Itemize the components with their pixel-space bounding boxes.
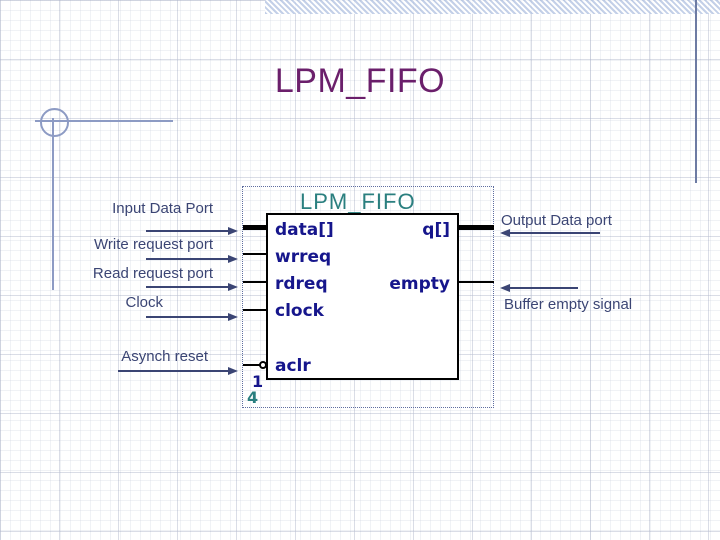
port-empty: empty	[389, 274, 450, 294]
wire-aclr	[243, 364, 261, 366]
annotation-label-read-request-port: Read request port	[92, 265, 213, 282]
annotation-label-input-data-port: Input Data Port	[112, 200, 213, 217]
port-clock: clock	[275, 301, 324, 321]
wire-empty	[459, 281, 494, 283]
top-decorative-band	[265, 0, 720, 14]
schematic-number-4: 4	[247, 388, 259, 407]
wire-wrreq	[243, 253, 268, 255]
wire-clock	[243, 309, 268, 311]
schematic-number-1: 1	[252, 372, 264, 391]
annotation-arrow-output-data-port	[500, 228, 600, 238]
schematic-block-lpm-fifo[interactable]: data[] wrreq rdreq clock aclr q[] empty	[266, 213, 459, 380]
annotation-arrow-buffer-empty-signal	[500, 283, 578, 293]
annotation-arrow-write-request-port	[146, 254, 238, 264]
schematic-block-title: LPM_FIFO	[300, 189, 416, 214]
wire-rdreq	[243, 281, 268, 283]
inverter-bubble-aclr-icon	[259, 361, 267, 369]
annotation-arrow-clock	[146, 312, 238, 322]
wire-data-bus	[243, 225, 268, 230]
page-title: LPM_FIFO	[274, 62, 446, 100]
decorative-vertical-rule	[52, 118, 54, 290]
annotation-arrow-input-data-port	[146, 226, 238, 236]
port-q: q[]	[422, 220, 450, 240]
annotation-label-output-data-port: Output Data port	[501, 212, 612, 229]
annotation-arrow-read-request-port	[146, 282, 238, 292]
port-wrreq: wrreq	[275, 247, 332, 267]
decorative-circle	[40, 108, 69, 137]
annotation-arrow-asynch-reset	[118, 366, 238, 376]
annotation-label-buffer-empty-signal: Buffer empty signal	[504, 296, 633, 313]
annotation-label-asynch-reset: Asynch reset	[121, 348, 208, 365]
decorative-horizontal-rule	[35, 120, 173, 122]
port-data: data[]	[275, 220, 334, 240]
annotation-label-clock: Clock	[125, 294, 163, 311]
annotation-label-write-request-port: Write request port	[94, 236, 213, 253]
port-aclr: aclr	[275, 356, 311, 376]
right-vertical-rule	[695, 0, 697, 183]
schematic-boundary	[242, 186, 494, 408]
wire-q-bus	[459, 225, 494, 230]
port-rdreq: rdreq	[275, 274, 328, 294]
